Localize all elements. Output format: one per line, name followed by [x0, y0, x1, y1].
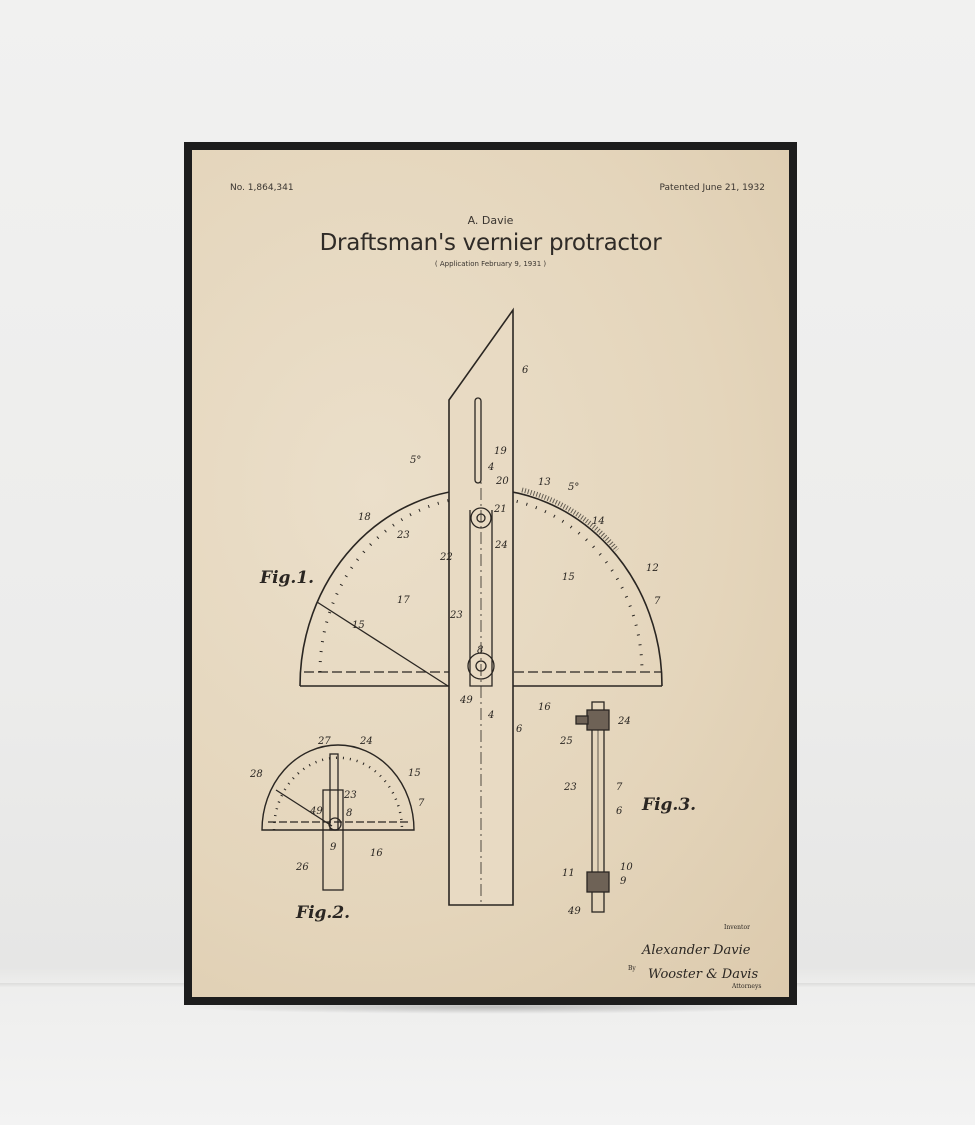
part-label: 13 [538, 477, 551, 488]
part-label: 22 [439, 552, 453, 563]
fig1-label: Fig.1. [259, 568, 314, 588]
part-label: 24 [359, 736, 373, 747]
inventor-label: Inventor [724, 924, 750, 931]
part-label: 7 [616, 782, 623, 793]
part-label: 49 [309, 806, 323, 817]
part-label: 7 [418, 798, 425, 809]
application-date: ( Application February 9, 1931 ) [434, 260, 547, 268]
part-label: 11 [562, 868, 575, 879]
part-label: 24 [617, 716, 631, 727]
part-label: 21 [493, 504, 507, 515]
part-label: 5° [410, 455, 421, 466]
part-label: 16 [370, 848, 383, 859]
part-label: 23 [396, 530, 410, 541]
patent-number: No. 1,864,341 [230, 183, 294, 193]
part-label: 4 [487, 710, 494, 721]
patent-date: Patented June 21, 1932 [659, 183, 766, 193]
part-label: 18 [358, 512, 371, 523]
part-label: 23 [449, 610, 463, 621]
part-label: 9 [620, 876, 627, 887]
part-label: 8 [477, 645, 483, 656]
part-label: 6 [522, 365, 529, 376]
poster-paper: No. 1,864,341 Patented June 21, 1932 A. … [192, 150, 789, 997]
part-label: 6 [516, 724, 523, 735]
part-label: 49 [459, 695, 473, 706]
part-label: 8 [346, 808, 352, 819]
part-label: 15 [562, 572, 575, 583]
part-label: 26 [295, 862, 309, 873]
by-label: By [628, 965, 636, 972]
part-label: 9 [330, 842, 337, 853]
poster-frame: No. 1,864,341 Patented June 21, 1932 A. … [184, 142, 797, 1005]
part-label: 7 [654, 596, 661, 607]
poster-title: Draftsman's vernier protractor [319, 230, 662, 256]
fig2-label: Fig.2. [295, 903, 350, 923]
inventor-signature: Alexander Davie [641, 943, 751, 958]
part-label: 6 [616, 806, 623, 817]
part-label: 23 [563, 782, 577, 793]
part-label: 28 [249, 769, 263, 780]
part-label: 19 [494, 446, 507, 457]
fig3-label: Fig.3. [641, 795, 696, 815]
attorney-signature: Wooster & Davis [648, 967, 758, 982]
part-label: 23 [343, 790, 357, 801]
part-label: 27 [317, 736, 331, 747]
part-label: 10 [620, 862, 633, 873]
patent-drawing: Fig.1. Fig.2. Fig.3. 6 19 4 20 21 24 13 … [249, 307, 761, 990]
part-label: 12 [646, 563, 659, 574]
attorneys-label: Attorneys [731, 983, 761, 990]
part-label: 17 [397, 595, 410, 606]
part-label: 15 [352, 620, 365, 631]
fig3-rod [575, 701, 610, 913]
part-label: 5° [568, 482, 579, 493]
part-label: 16 [538, 702, 551, 713]
author: A. Davie [467, 214, 514, 227]
part-label: 49 [567, 906, 581, 917]
part-label: 15 [408, 768, 421, 779]
part-label: 14 [592, 516, 605, 527]
part-label: 4 [487, 462, 494, 473]
fig1-blade [448, 307, 514, 906]
part-label: 24 [494, 540, 508, 551]
part-label: 20 [495, 476, 509, 487]
fig2-protractor [261, 744, 415, 891]
part-label: 25 [559, 736, 573, 747]
